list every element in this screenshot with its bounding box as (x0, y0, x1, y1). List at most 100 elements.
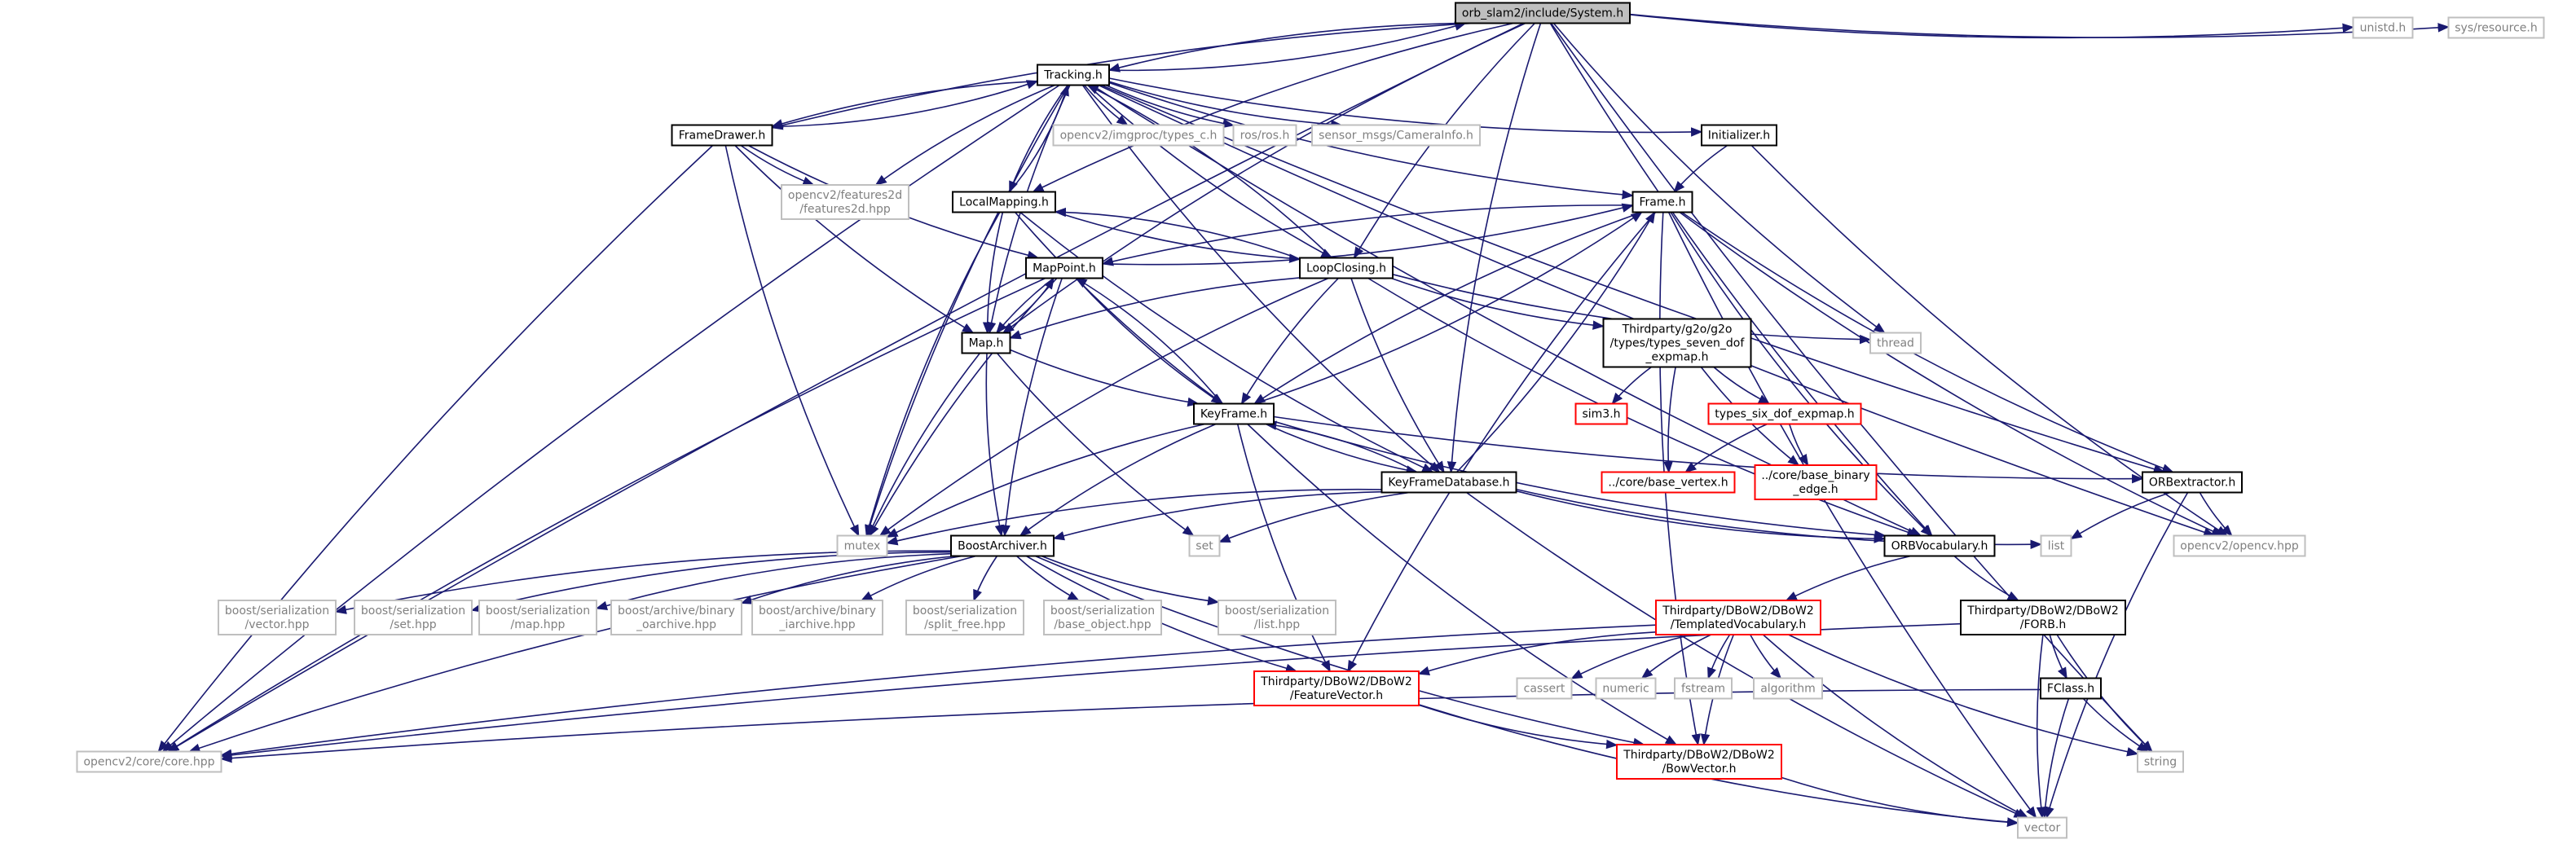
node-typessix[interactable]: types_six_dof_expmap.h (1707, 402, 1862, 425)
edge-tracking-to-ros (1105, 84, 1235, 129)
node-box (2173, 534, 2306, 557)
node-frame[interactable]: Frame.h (1631, 191, 1693, 213)
edge-localmapping-to-keyframe (1014, 211, 1224, 405)
edge-forb-to-fclass (2049, 634, 2067, 679)
node-forb[interactable]: Thirdparty/DBoW2/DBoW2/FORB.h (1960, 600, 2126, 635)
node-bowvector[interactable]: Thirdparty/DBoW2/DBoW2/BowVector.h (1616, 744, 1782, 780)
node-label: ros/ros.h (1240, 130, 1290, 143)
node-label: opencv2/imgproc/types_c.h (1060, 130, 1218, 143)
node-map[interactable]: Map.h (961, 332, 1011, 354)
node-algorithm[interactable]: algorithm (1753, 677, 1823, 700)
node-label: /list.hpp (1254, 618, 1300, 631)
node-opencvhpp[interactable]: opencv2/opencv.hpp (2173, 534, 2306, 557)
node-label: /set.hpp (390, 618, 436, 631)
node-box (1188, 534, 1221, 557)
edge-localmapping-to-loopclosing (1055, 211, 1301, 263)
node-orbvocab[interactable]: ORBVocabulary.h (1883, 534, 1996, 557)
node-thread[interactable]: thread (1869, 332, 1922, 354)
node-label: boost/archive/binary (618, 604, 735, 618)
node-localmapping[interactable]: LocalMapping.h (952, 191, 1056, 213)
edge-templvocab-to-algorithm (1749, 634, 1782, 679)
node-keyframe[interactable]: KeyFrame.h (1193, 402, 1275, 425)
edge-boostarchiver-to-ba_binary_i (860, 555, 976, 601)
edge-initializer-to-frame (1673, 144, 1728, 193)
node-box (1602, 318, 1752, 368)
node-label: /TemplatedVocabulary.h (1671, 618, 1806, 631)
node-numeric[interactable]: numeric (1595, 677, 1657, 700)
node-ba_binary_i[interactable]: boost/archive/binary_iarchive.hpp (751, 600, 883, 635)
edge-tracking-to-framedrawer (771, 80, 1038, 129)
node-sim3[interactable]: sim3.h (1574, 402, 1628, 425)
node-system[interactable]: orb_slam2/include/System.h (1455, 2, 1631, 24)
node-label: opencv2/core/core.hpp (83, 756, 214, 769)
node-unistd[interactable]: unistd.h (2352, 16, 2414, 39)
node-fstream[interactable]: fstream (1674, 677, 1733, 700)
edge-tracking-to-camerainfo (1108, 81, 1343, 130)
edge-keyframe-to-mappoint (1075, 277, 1223, 405)
node-framedrawer[interactable]: FrameDrawer.h (671, 124, 773, 147)
node-fclass[interactable]: FClass.h (2040, 677, 2102, 700)
node-orbextractor[interactable]: ORBextractor.h (2142, 471, 2243, 494)
node-box (1218, 600, 1336, 635)
edge-templvocab-to-corehpp (220, 624, 1657, 758)
edge-loopclosing-to-map (1009, 277, 1301, 340)
node-box (2352, 16, 2414, 39)
node-bs_base[interactable]: boost/serialization/base_object.hpp (1043, 600, 1162, 635)
node-keyframedb[interactable]: KeyFrameDatabase.h (1380, 471, 1517, 494)
node-features2d[interactable]: opencv2/features2d/features2d.hpp (781, 184, 909, 220)
node-bs_split[interactable]: boost/serialization/split_free.hpp (905, 600, 1024, 635)
edge-frame-to-featurevector (1347, 211, 1657, 673)
node-box (1655, 600, 1821, 635)
node-label: ORBVocabulary.h (1891, 540, 1988, 553)
node-list[interactable]: list (2040, 534, 2072, 557)
node-set[interactable]: set (1188, 534, 1221, 557)
edge-loopclosing-to-localmapping (1054, 207, 1301, 260)
node-basebinary[interactable]: ../core/base_binary_edge.h (1754, 464, 1878, 500)
edge-keyframe-to-keyframedb (1265, 423, 1419, 475)
node-bs_set[interactable]: boost/serialization/set.hpp (354, 600, 473, 635)
node-mutex[interactable]: mutex (836, 534, 888, 557)
node-bs_list[interactable]: boost/serialization/list.hpp (1218, 600, 1336, 635)
node-camerainfo[interactable]: sensor_msgs/CameraInfo.h (1311, 124, 1481, 147)
node-label: set (1196, 540, 1213, 553)
node-templvocab[interactable]: Thirdparty/DBoW2/DBoW2/TemplatedVocabula… (1655, 600, 1821, 635)
edge-orbextractor-to-list (2070, 491, 2171, 540)
edge-typessix-to-basevertex (1684, 423, 1768, 473)
node-ba_binary_o[interactable]: boost/archive/binary_oarchive.hpp (610, 600, 742, 635)
node-imgproc[interactable]: opencv2/imgproc/types_c.h (1052, 124, 1225, 147)
node-label: boost/serialization (1225, 604, 1329, 618)
node-bs_vector[interactable]: boost/serialization/vector.hpp (218, 600, 337, 635)
node-g2otypes[interactable]: Thirdparty/g2o/g2o/types/types_seven_dof… (1602, 318, 1752, 368)
node-box (1311, 124, 1481, 147)
node-string[interactable]: string (2137, 750, 2184, 773)
node-cassert[interactable]: cassert (1516, 677, 1573, 700)
edge-templvocab-to-featurevector (1417, 631, 1657, 675)
node-label: Initializer.h (1708, 130, 1770, 143)
node-tracking[interactable]: Tracking.h (1037, 64, 1110, 86)
edge-loopclosing-to-tracking (1086, 84, 1332, 259)
node-initializer[interactable]: Initializer.h (1701, 124, 1777, 147)
node-box (1052, 124, 1225, 147)
node-boostarchiver[interactable]: BoostArchiver.h (950, 534, 1055, 557)
node-loopclosing[interactable]: LoopClosing.h (1299, 257, 1394, 279)
node-box (1960, 600, 2126, 635)
edge-system-to-sysres (1629, 13, 2450, 38)
node-label: KeyFrame.h (1200, 408, 1267, 421)
edge-loopclosing-to-keyframe (1240, 277, 1339, 405)
node-corehpp[interactable]: opencv2/core/core.hpp (76, 750, 222, 773)
node-label: KeyFrameDatabase.h (1388, 477, 1509, 490)
node-vector[interactable]: vector (2017, 816, 2067, 839)
edge-mappoint-to-frame (1102, 203, 1634, 266)
node-ros[interactable]: ros/ros.h (1232, 124, 1297, 147)
node-label: vector (2024, 822, 2061, 835)
node-label: BoostArchiver.h (958, 540, 1047, 553)
node-bs_map[interactable]: boost/serialization/map.hpp (478, 600, 597, 635)
edge-mappoint-to-boostarchiver (1001, 278, 1063, 537)
node-box (952, 191, 1056, 213)
node-featurevector[interactable]: Thirdparty/DBoW2/DBoW2/FeatureVector.h (1253, 670, 1420, 706)
edge-templvocab-to-fstream (1707, 634, 1731, 679)
node-mappoint[interactable]: MapPoint.h (1025, 257, 1103, 279)
node-sysres[interactable]: sys/resource.h (2447, 16, 2545, 39)
edge-tracking-to-corehpp (161, 84, 1060, 753)
node-basevertex[interactable]: ../core/base_vertex.h (1601, 471, 1736, 494)
